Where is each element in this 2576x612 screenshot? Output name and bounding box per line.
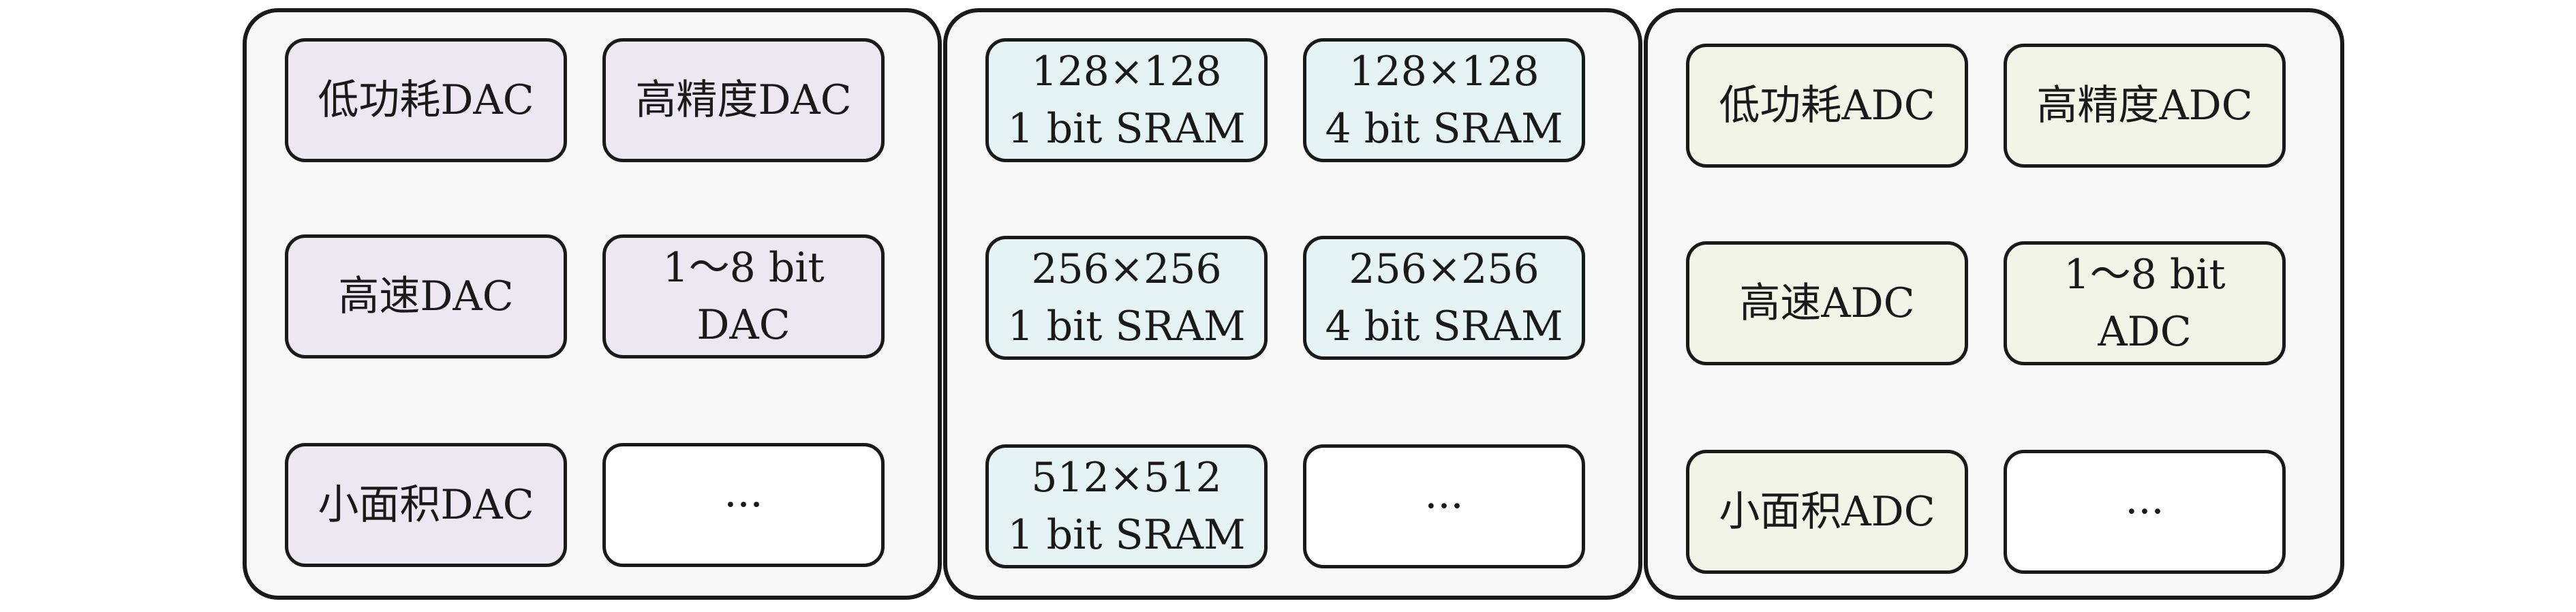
sram-128-1bit-size: 128×128 [1031, 48, 1222, 95]
dac-small-area: 小面积DAC [285, 443, 567, 567]
sram-512-1bit-type: 1 bit SRAM [1007, 511, 1246, 559]
adc-high-precision-label: 高精度ADC [2036, 82, 2253, 129]
adc-high-speed-label: 高速ADC [1739, 279, 1915, 327]
adc-bit-width-line-2: ADC [2098, 308, 2192, 356]
dac-high-precision: 高精度DAC [602, 38, 885, 162]
adc-low-power-label: 低功耗ADC [1719, 82, 1935, 129]
sram-256-1bit: 256×256 1 bit SRAM [985, 236, 1268, 360]
adc-high-precision: 高精度ADC [2004, 44, 2286, 168]
dac-bit-width: 1～8 bit DAC [602, 234, 885, 358]
adc-bit-width: 1～8 bit ADC [2004, 241, 2286, 365]
sram-512-1bit-size: 512×512 [1031, 454, 1222, 502]
adc-small-area-label: 小面积ADC [1719, 488, 1935, 536]
dac-more-ellipsis: ··· [724, 481, 763, 529]
adc-low-power: 低功耗ADC [1686, 44, 1968, 168]
sram-256-4bit-size: 256×256 [1349, 245, 1539, 293]
sram-128-4bit: 128×128 4 bit SRAM [1303, 38, 1585, 162]
dac-bit-width-line-1: 1～8 bit [662, 244, 825, 292]
sram-more-ellipsis: ··· [1424, 483, 1464, 530]
dac-high-speed: 高速DAC [285, 234, 567, 358]
sram-256-1bit-size: 256×256 [1031, 245, 1222, 293]
sram-512-1bit: 512×512 1 bit SRAM [985, 444, 1268, 568]
adc-more: ··· [2004, 450, 2286, 574]
sram-128-1bit-type: 1 bit SRAM [1007, 105, 1246, 153]
adc-more-ellipsis: ··· [2125, 488, 2164, 536]
dac-bit-width-line-2: DAC [696, 301, 791, 349]
sram-256-1bit-type: 1 bit SRAM [1007, 303, 1246, 350]
dac-low-power-label: 低功耗DAC [318, 76, 534, 124]
dac-high-precision-label: 高精度DAC [635, 76, 852, 124]
sram-128-4bit-size: 128×128 [1349, 48, 1539, 95]
adc-bit-width-line-1: 1～8 bit [2064, 251, 2226, 299]
sram-more: ··· [1303, 444, 1585, 568]
dac-small-area-label: 小面积DAC [318, 481, 534, 529]
sram-256-4bit: 256×256 4 bit SRAM [1303, 236, 1585, 360]
dac-more: ··· [602, 443, 885, 567]
dac-low-power: 低功耗DAC [285, 38, 567, 162]
sram-256-4bit-type: 4 bit SRAM [1325, 303, 1563, 350]
dac-high-speed-label: 高速DAC [338, 273, 514, 320]
sram-128-1bit: 128×128 1 bit SRAM [985, 38, 1268, 162]
adc-high-speed: 高速ADC [1686, 241, 1968, 365]
adc-small-area: 小面积ADC [1686, 450, 1968, 574]
sram-128-4bit-type: 4 bit SRAM [1325, 105, 1563, 153]
